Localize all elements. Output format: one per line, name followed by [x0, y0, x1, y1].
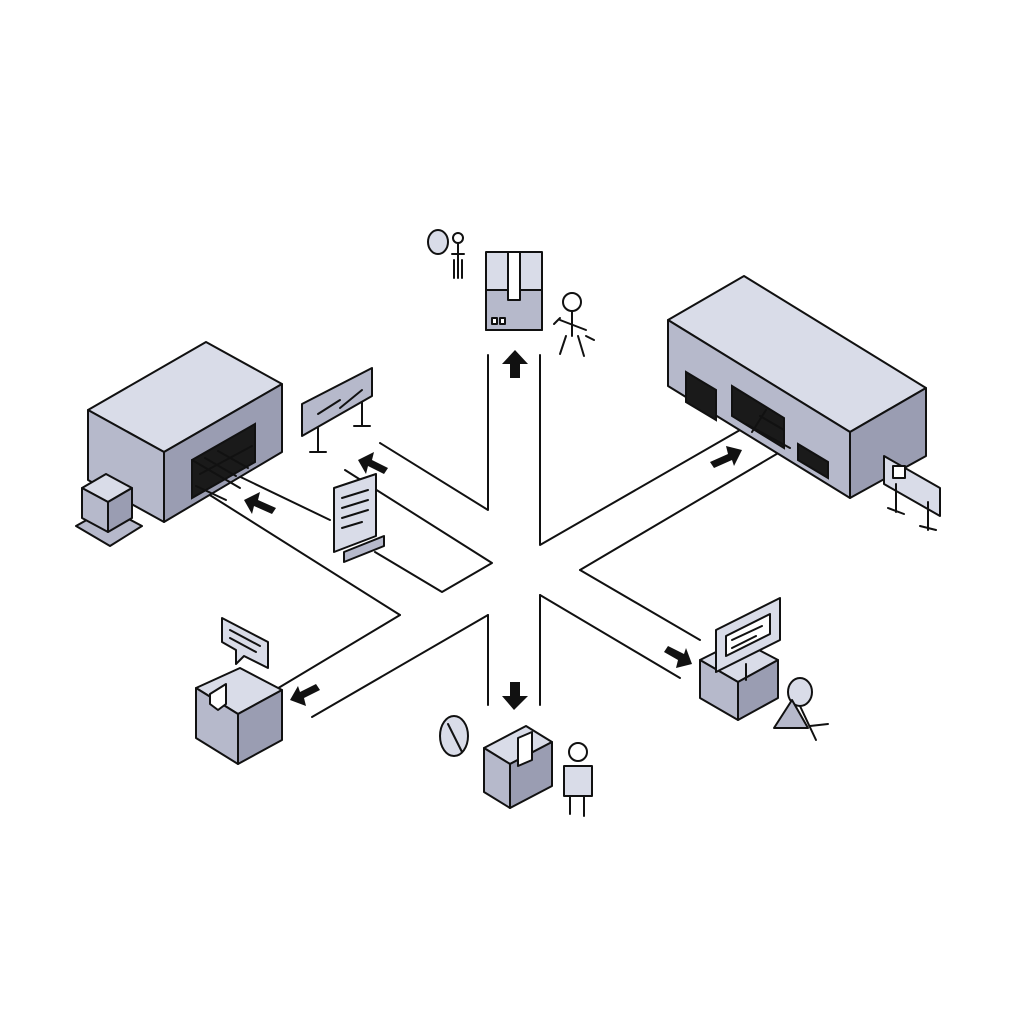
monitor-icon — [715, 597, 781, 681]
clock-icon — [439, 715, 469, 757]
sign-left — [301, 367, 373, 453]
chat-bubble-icon — [221, 617, 269, 669]
box-small-left — [75, 473, 143, 547]
arrow-up-icon — [502, 350, 528, 378]
arrow-down-right-icon — [664, 646, 692, 668]
person-icon — [773, 677, 829, 741]
warehouse-left — [87, 341, 283, 523]
arrow-down-icon — [502, 682, 528, 710]
person-icon — [553, 292, 595, 357]
roads — [204, 354, 781, 718]
arrows — [244, 350, 742, 710]
arrow-left-icon — [358, 452, 388, 474]
box-lower-left — [195, 667, 283, 765]
warehouse-right — [667, 275, 927, 499]
person-icon — [563, 742, 593, 817]
arrow-left-icon — [244, 492, 276, 514]
document-stand — [333, 473, 385, 563]
box-bottom — [483, 725, 553, 809]
sign-right — [883, 455, 941, 531]
box-top — [485, 251, 543, 331]
person-icon — [427, 229, 465, 279]
arrow-up-right-icon — [710, 446, 742, 468]
arrow-down-left-icon — [290, 684, 320, 706]
